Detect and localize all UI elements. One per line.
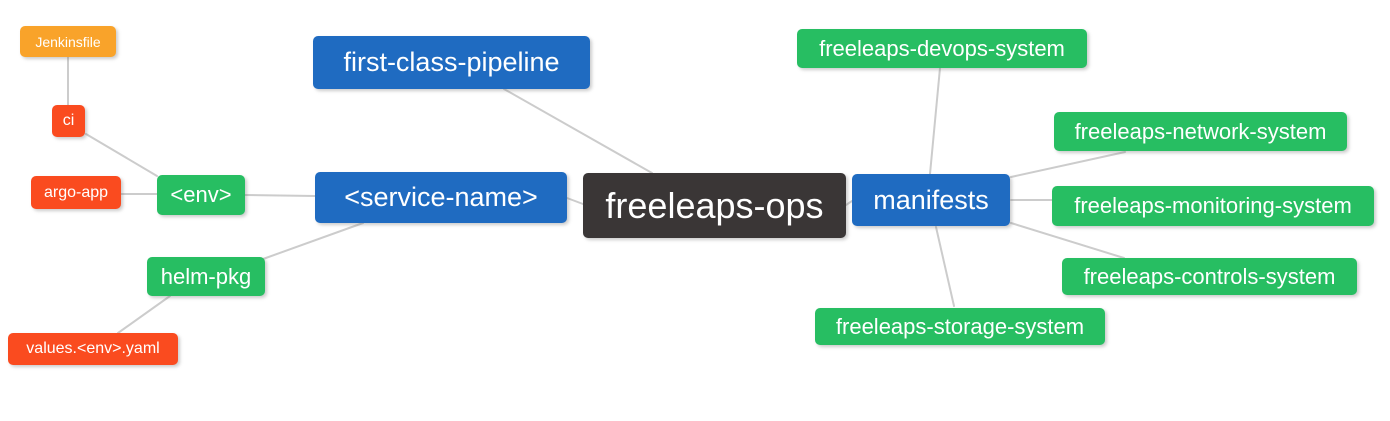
- edge-first-class-pipeline-freeleaps-ops: [503, 88, 653, 174]
- mindmap-node-freeleaps-devops-system[interactable]: freeleaps-devops-system: [797, 29, 1087, 68]
- edge-manifests-freeleaps-devops-system: [929, 67, 941, 175]
- mindmap-node-freeleaps-controls-system[interactable]: freeleaps-controls-system: [1062, 258, 1357, 295]
- mindmap-node-first-class-pipeline[interactable]: first-class-pipeline: [313, 36, 590, 89]
- mindmap-node-jenkinsfile[interactable]: Jenkinsfile: [20, 26, 116, 57]
- mindmap-node-argo-app[interactable]: argo-app: [31, 176, 121, 209]
- mindmap-node-ci[interactable]: ci: [52, 105, 85, 137]
- mindmap-node-env[interactable]: <env>: [157, 175, 245, 215]
- edge-helm-pkg-values-env-yaml: [117, 295, 171, 334]
- edge-manifests-freeleaps-storage-system: [935, 226, 955, 307]
- edge-service-name-freeleaps-ops: [566, 197, 584, 205]
- mindmap-node-helm-pkg[interactable]: helm-pkg: [147, 257, 265, 296]
- mindmap-node-service-name[interactable]: <service-name>: [315, 172, 567, 223]
- edge-manifests-freeleaps-controls-system: [1010, 222, 1125, 259]
- edge-manifests-freeleaps-network-system: [1010, 151, 1126, 178]
- mindmap-node-freeleaps-monitoring-system[interactable]: freeleaps-monitoring-system: [1052, 186, 1374, 226]
- mindmap-node-freeleaps-ops[interactable]: freeleaps-ops: [583, 173, 846, 238]
- edge-ci-env: [85, 133, 158, 177]
- edge-service-name-helm-pkg: [262, 222, 364, 260]
- mindmap-node-freeleaps-network-system[interactable]: freeleaps-network-system: [1054, 112, 1347, 151]
- mindmap-node-freeleaps-storage-system[interactable]: freeleaps-storage-system: [815, 308, 1105, 345]
- mindmap-node-values-env-yaml[interactable]: values.<env>.yaml: [8, 333, 178, 365]
- mindmap-node-manifests[interactable]: manifests: [852, 174, 1010, 226]
- edge-env-service-name: [244, 194, 316, 197]
